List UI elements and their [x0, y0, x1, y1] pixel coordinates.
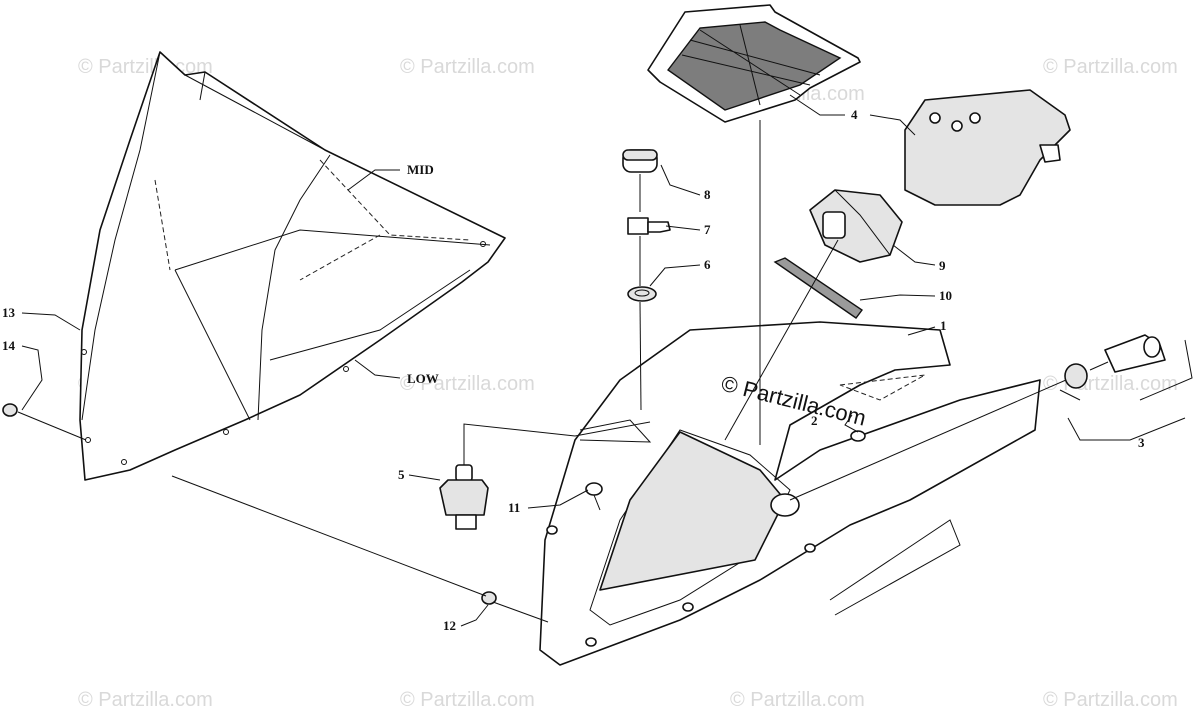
- callout-6: 6: [704, 257, 711, 272]
- windshield: [79, 51, 506, 481]
- drain-plug: [439, 464, 489, 530]
- callout-9: 9: [939, 258, 946, 273]
- callout-3: 3: [1138, 435, 1145, 450]
- callout-4: 4: [851, 107, 858, 122]
- storage-net-tray: [647, 4, 861, 123]
- leader-lines: [17, 94, 1193, 627]
- callout-10: 10: [939, 288, 952, 303]
- label-mid: MID: [407, 162, 434, 177]
- nut-12: [481, 591, 497, 605]
- nut-14: [2, 403, 18, 417]
- gasket: [773, 257, 864, 319]
- hood-dashed-outline: [839, 374, 926, 401]
- callout-14: 14: [2, 338, 16, 353]
- callout-13: 13: [2, 305, 16, 320]
- callout-5: 5: [398, 467, 405, 482]
- watermark: © Partzilla.com: [400, 689, 535, 711]
- callout-11: 11: [508, 500, 520, 515]
- callout-2: 2: [811, 413, 818, 428]
- watermark: © Partzilla.com: [1043, 689, 1178, 711]
- callout-7: 7: [704, 222, 711, 237]
- watermark: © Partzilla.com: [78, 689, 213, 711]
- console-cover: [904, 89, 1071, 206]
- key-cap: [622, 149, 658, 173]
- key-bezel: [627, 286, 657, 302]
- callout-12: 12: [443, 618, 456, 633]
- watermark: © Partzilla.com: [1043, 56, 1178, 78]
- screw-2: [850, 430, 866, 442]
- watermark: © Partzilla.com: [730, 689, 865, 711]
- hood: [539, 321, 1041, 666]
- watermark: © Partzilla.com: [400, 56, 535, 78]
- callout-8: 8: [704, 187, 711, 202]
- label-low: LOW: [407, 371, 439, 386]
- power-socket: [1064, 334, 1166, 389]
- watermark: © Partzilla.com: [400, 373, 535, 395]
- screw-11: [585, 482, 603, 511]
- fuel-cap: [809, 189, 903, 263]
- ignition-key: [627, 217, 671, 235]
- callout-1: 1: [940, 318, 947, 333]
- watermark-layer: © Partzilla.com © Partzilla.com © Partzi…: [78, 56, 1178, 711]
